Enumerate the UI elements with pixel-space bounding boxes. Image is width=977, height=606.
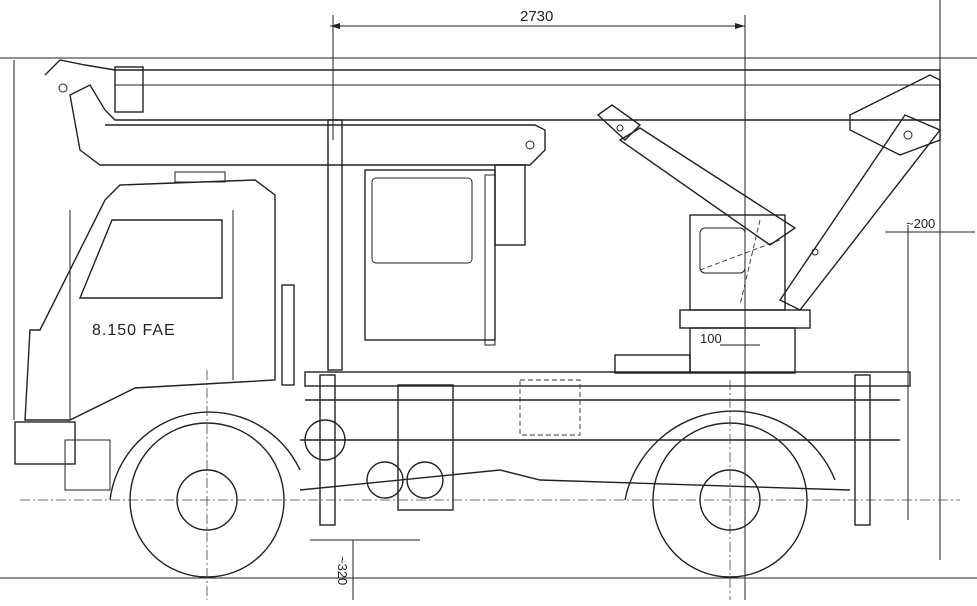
turret <box>614 214 811 374</box>
aerial-boom <box>44 59 942 311</box>
dimension-ground-clearance: ~320 <box>335 556 350 586</box>
cab <box>14 171 295 491</box>
dimension-platform-offset: 100 <box>700 331 722 346</box>
front-wheel <box>109 411 301 578</box>
chassis <box>299 371 911 526</box>
dimension-rear-overhang: ~200 <box>906 216 936 231</box>
centerlines <box>0 370 977 600</box>
work-basket <box>327 119 526 371</box>
dimension-boom-reach: 2730 <box>520 8 554 25</box>
vehicle-model-label: 8.150 FAE <box>92 322 176 339</box>
